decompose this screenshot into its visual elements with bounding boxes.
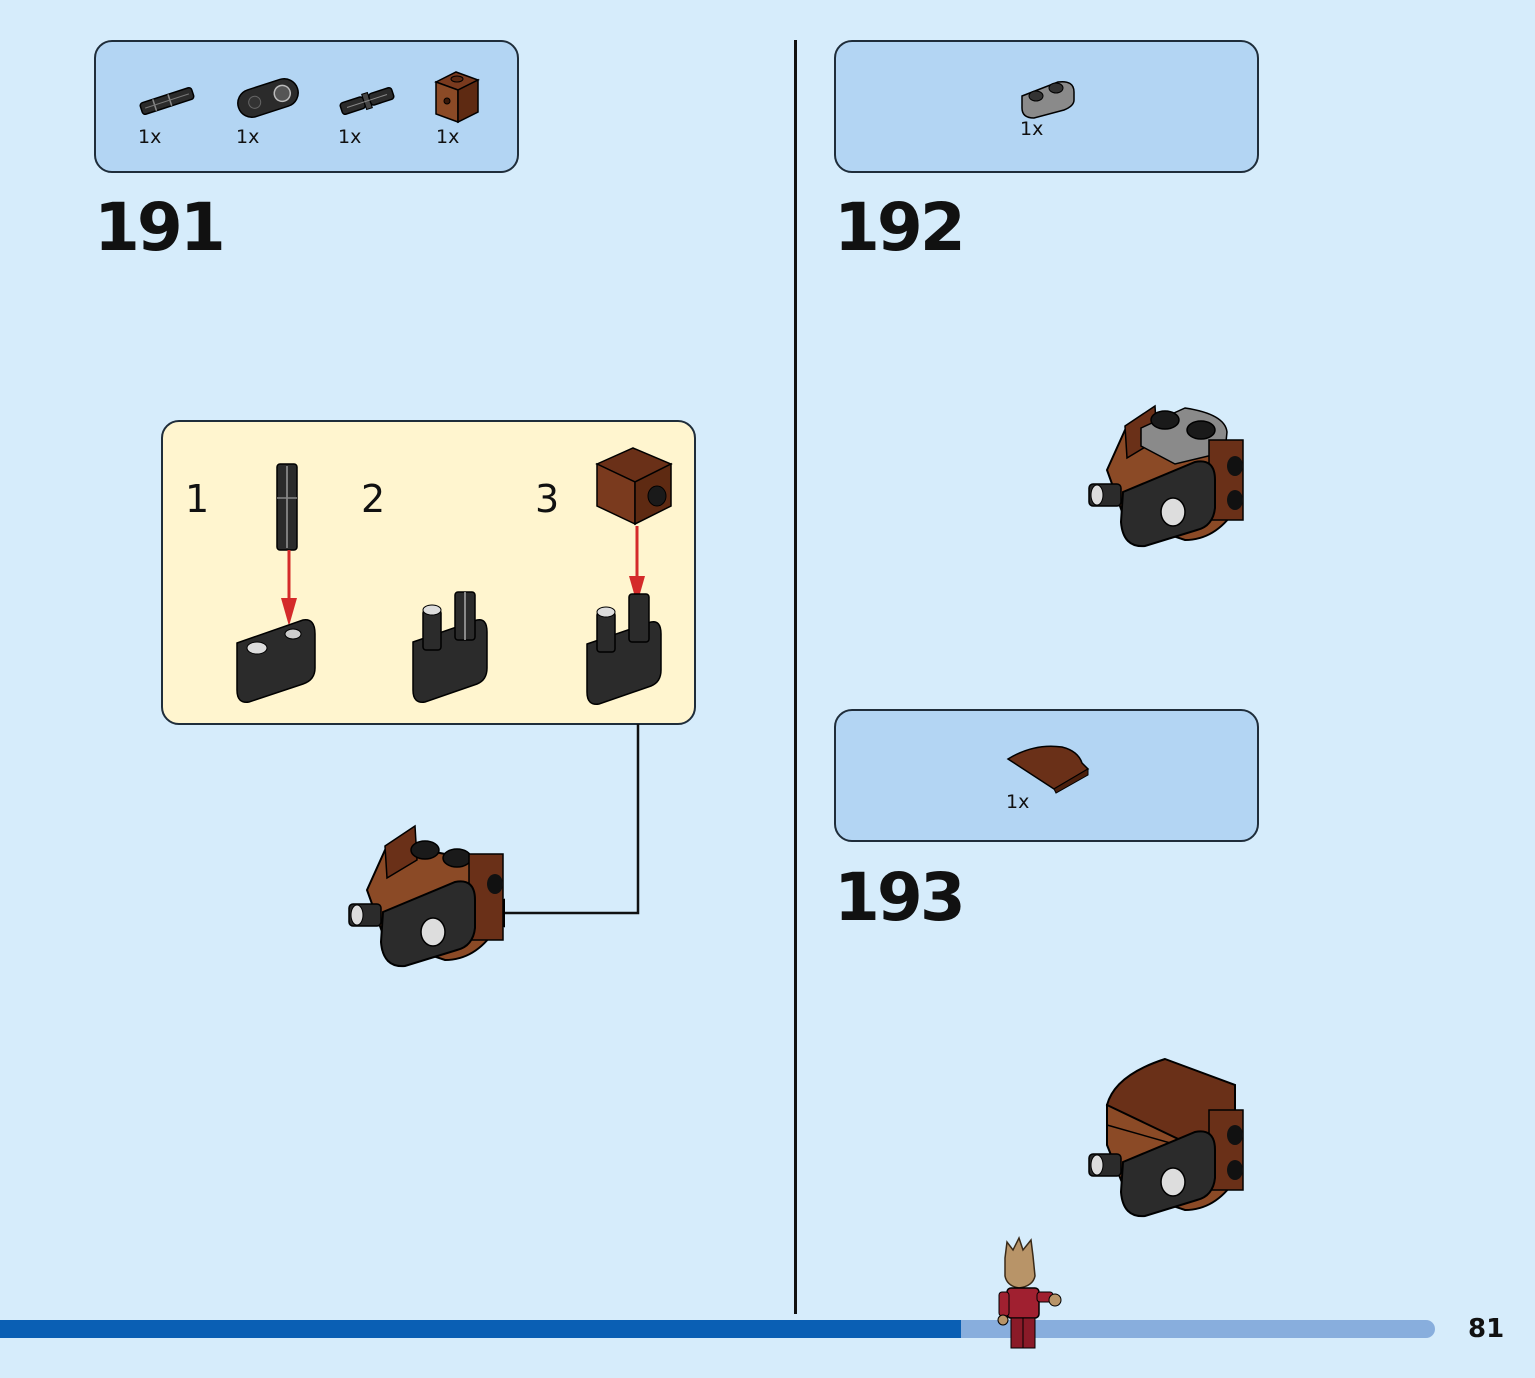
substep-number: 2: [361, 477, 386, 521]
gray-plate-1x2-icon: [1021, 80, 1075, 119]
part-qty: 1x: [1006, 791, 1030, 813]
brown-curved-slope-icon: [1006, 745, 1090, 794]
part-qty: 1x: [236, 126, 260, 148]
step-number: 192: [834, 189, 966, 266]
substep-2-illustration: [412, 591, 488, 703]
brown-technic-brick-icon: [434, 71, 480, 124]
technic-liftarm-icon: [237, 77, 299, 119]
part-qty: 1x: [436, 126, 460, 148]
model-assembly-192: [1088, 404, 1244, 548]
step-number: 193: [834, 859, 966, 936]
page-divider: [794, 40, 797, 1314]
parts-box-step-192: 1x: [834, 40, 1259, 173]
substep-number: 3: [535, 477, 560, 521]
technic-pin-icon: [339, 86, 395, 116]
part-qty: 1x: [138, 126, 162, 148]
page-number: 81: [1468, 1314, 1505, 1344]
substep-3-illustration: [586, 447, 673, 705]
substep-1-illustration: [236, 463, 316, 703]
progress-fill: [0, 1320, 962, 1338]
part-qty: 1x: [1020, 118, 1044, 140]
model-assembly-191: [348, 824, 504, 968]
substep-callout: 1 2 3: [161, 420, 696, 725]
substep-number: 1: [185, 477, 210, 521]
parts-box-step-191: 1x 1x 1x 1x: [94, 40, 519, 173]
groot-minifigure-icon: [997, 1236, 1062, 1349]
step-number: 191: [94, 189, 226, 266]
model-assembly-193: [1088, 1057, 1244, 1218]
technic-axle-pin-icon: [139, 86, 195, 116]
part-qty: 1x: [338, 126, 362, 148]
parts-box-step-193: 1x: [834, 709, 1259, 842]
